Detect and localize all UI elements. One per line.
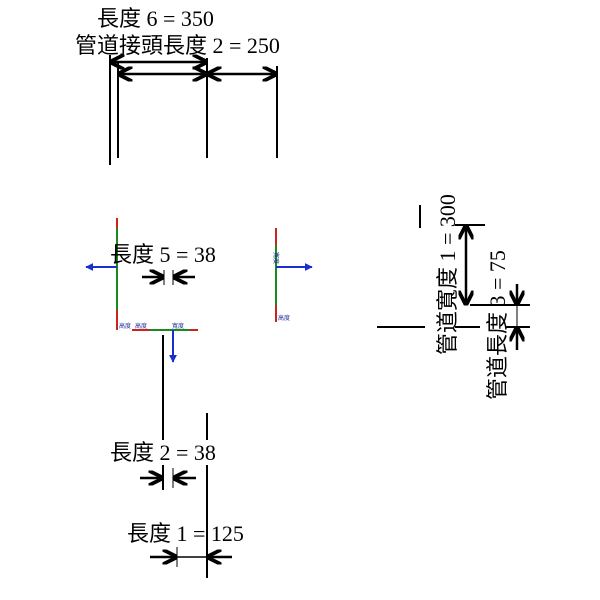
dimension-length2[interactable] bbox=[140, 468, 196, 488]
pipe-width1-label: 管道寬度 1 = 300 bbox=[435, 194, 460, 355]
top-extension-lines bbox=[109, 55, 278, 165]
length2-label: 長度 2 = 38 bbox=[110, 440, 216, 465]
length6-label: 長度 6 = 350 bbox=[97, 6, 214, 31]
pipe-length2-label: 管道接頭長度 2 = 250 bbox=[75, 33, 280, 58]
length5-label: 長度 5 = 38 bbox=[110, 242, 216, 267]
length1-label: 長度 1 = 125 bbox=[127, 521, 244, 546]
left-connector[interactable] bbox=[85, 218, 118, 330]
dimension-length5[interactable] bbox=[142, 270, 195, 285]
tag-right-height: 高度 bbox=[278, 314, 290, 322]
right-connector[interactable] bbox=[275, 228, 313, 322]
tag-left-height: 高度 bbox=[119, 322, 131, 330]
bottom-connector[interactable] bbox=[132, 329, 198, 363]
dimension-length1[interactable] bbox=[150, 547, 232, 567]
pipe-length3-label: 管道長度 3 = 75 bbox=[485, 250, 510, 400]
tag-bottom-height: 高度 bbox=[135, 322, 147, 330]
tag-right-width: 寬度 bbox=[272, 252, 280, 264]
tag-bottom-width: 寬度 bbox=[172, 322, 184, 330]
